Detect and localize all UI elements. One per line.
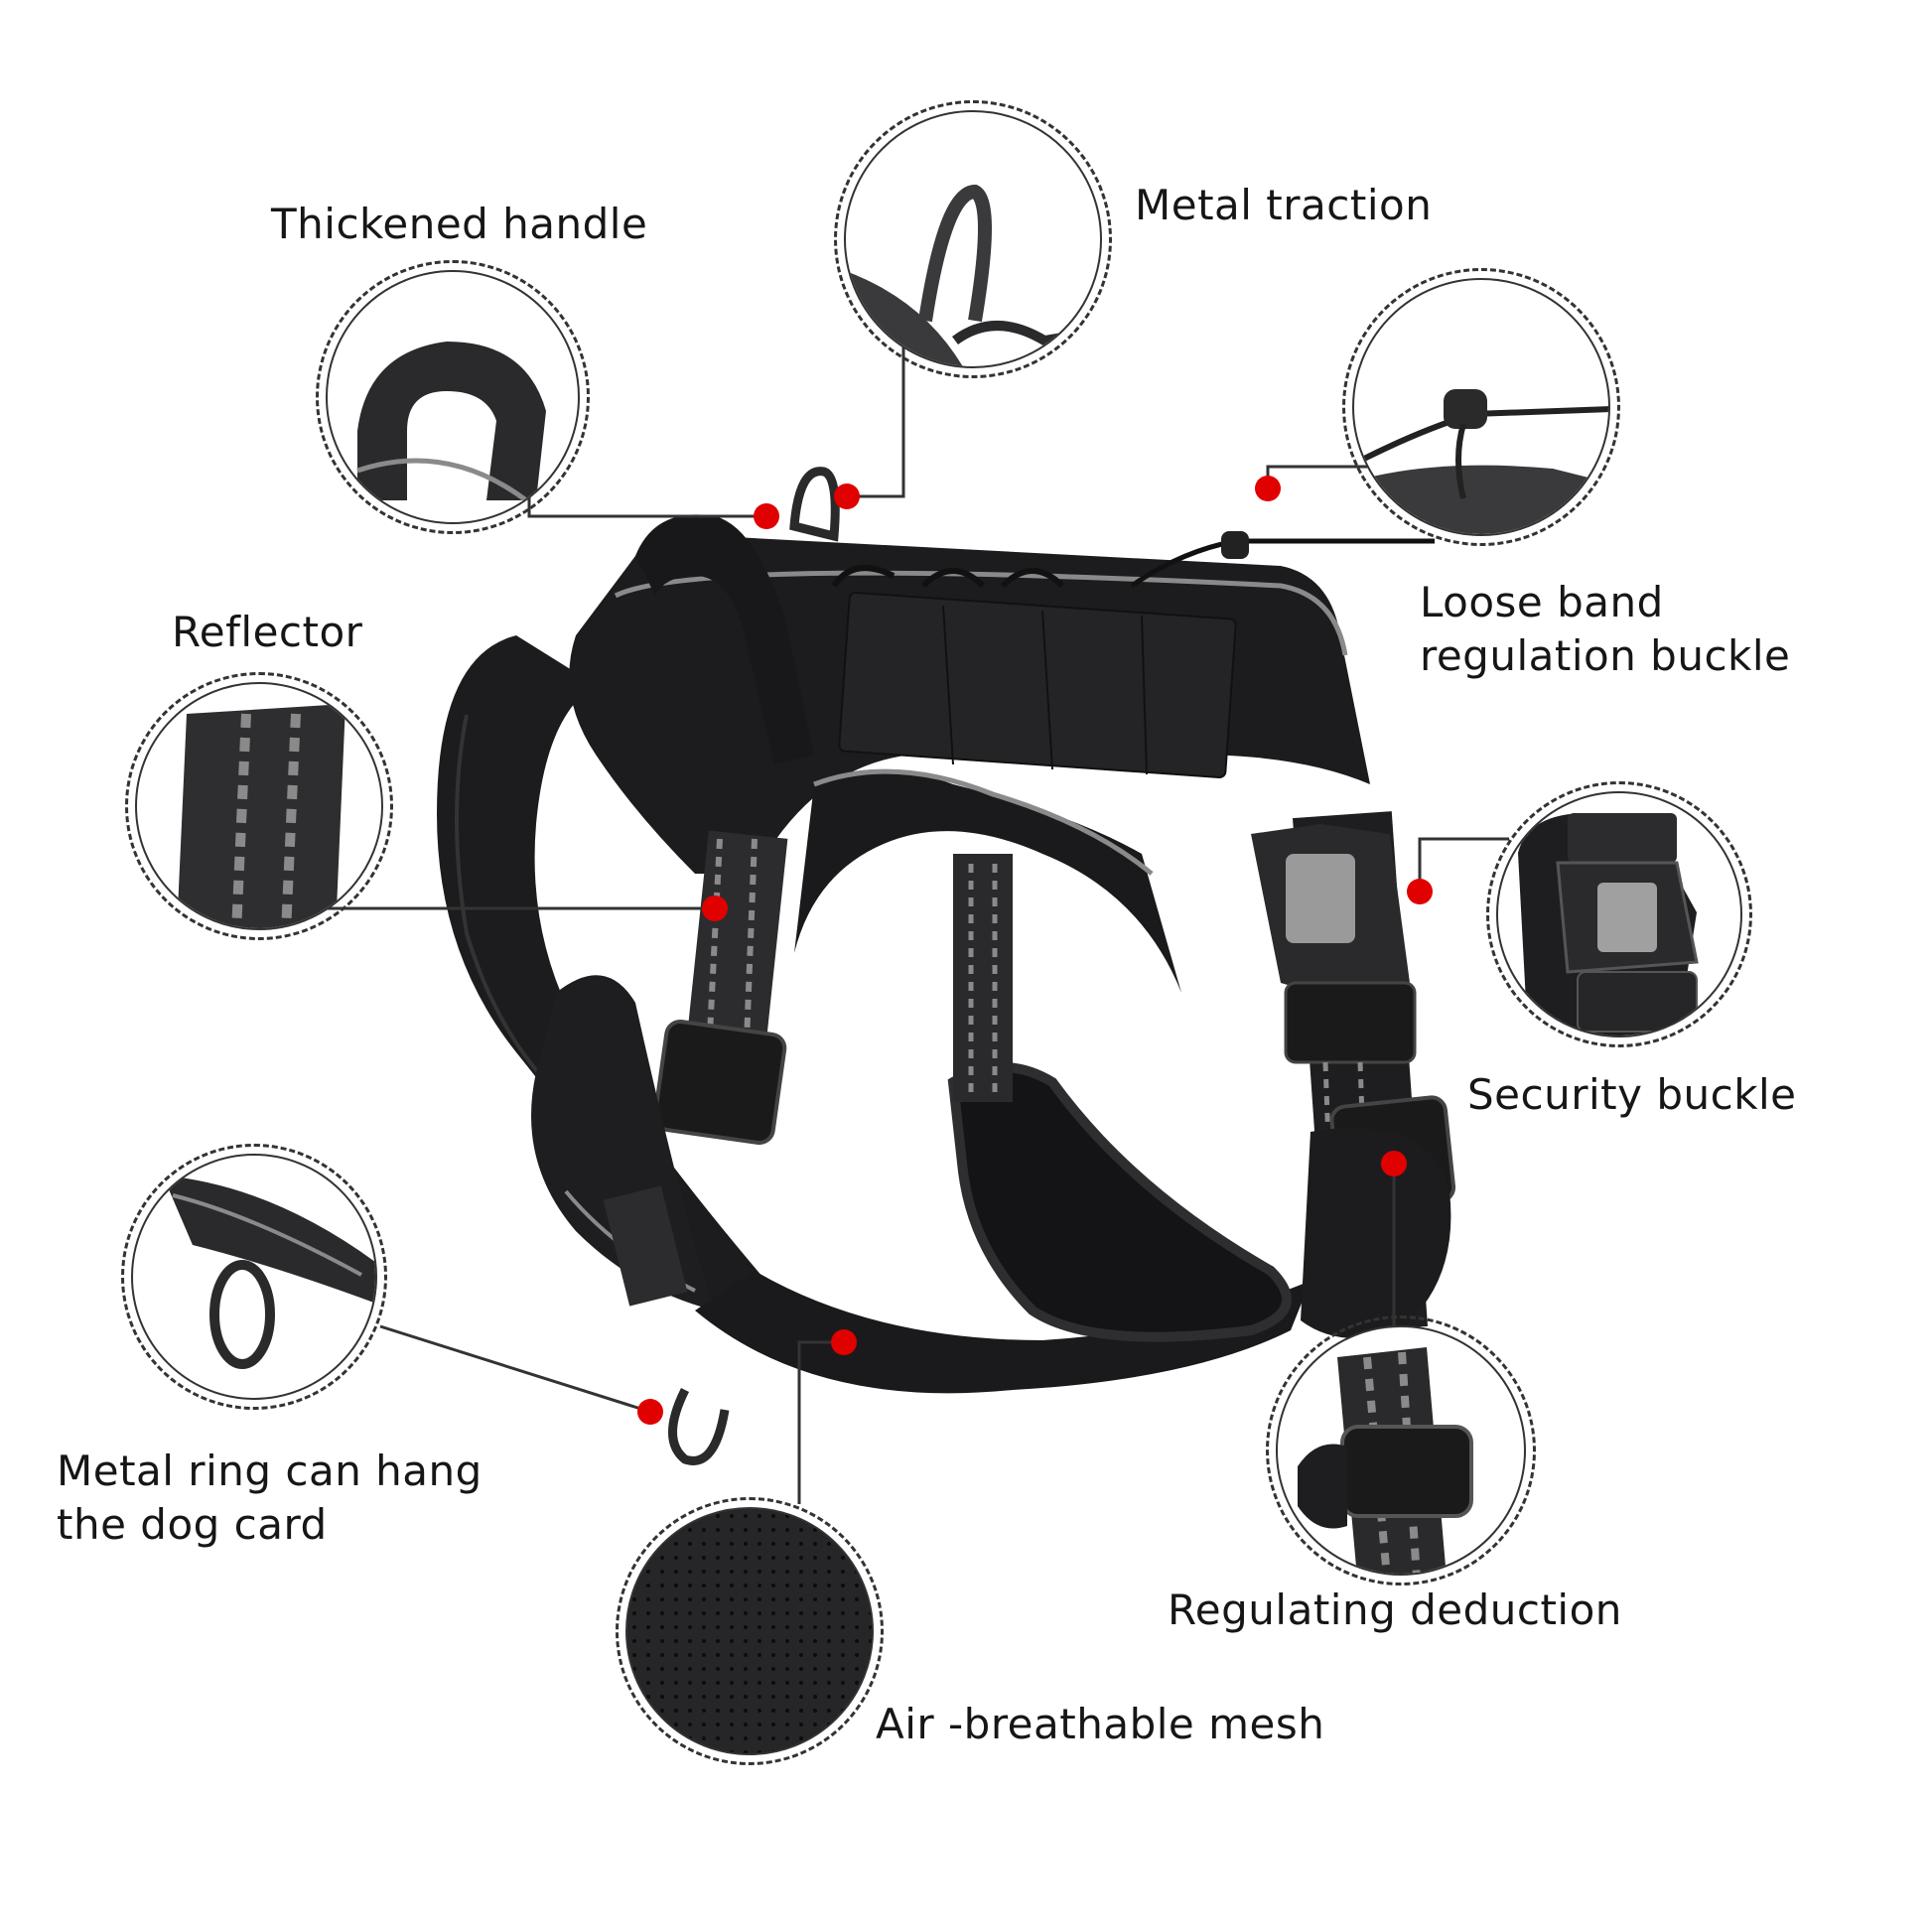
callout-metal-traction	[834, 100, 1112, 378]
callout-thickened-handle	[316, 260, 590, 534]
callout-metal-ring	[121, 1144, 387, 1410]
marker-loose-band	[1255, 476, 1281, 501]
label-security-buckle: Security buckle	[1467, 1070, 1797, 1119]
label-metal-ring: Metal ring can hang the dog card	[57, 1447, 483, 1549]
label-loose-band: Loose band regulation buckle	[1420, 578, 1791, 680]
callout-loose-band	[1342, 268, 1620, 546]
label-reflector: Reflector	[172, 608, 363, 656]
marker-thickened-handle	[754, 503, 779, 529]
d-ring-detail-icon	[846, 184, 1100, 366]
ring-detail-icon	[163, 1175, 375, 1369]
handle-detail-icon	[356, 342, 546, 503]
marker-metal-traction	[834, 483, 860, 509]
marker-metal-ring	[637, 1399, 663, 1425]
label-air-mesh: Air -breathable mesh	[876, 1700, 1325, 1748]
callout-security-buckle	[1486, 781, 1752, 1047]
cord-lock-detail-icon	[1362, 389, 1608, 534]
label-regulating-deduction: Regulating deduction	[1168, 1586, 1622, 1634]
label-thickened-handle: Thickened handle	[271, 200, 648, 248]
buckle-detail-icon	[1518, 813, 1699, 1035]
label-metal-traction: Metal traction	[1135, 181, 1433, 229]
harness-body	[437, 467, 1456, 1465]
marker-air-mesh	[831, 1329, 857, 1355]
callout-reflector	[125, 672, 393, 940]
marker-regulating-deduction	[1381, 1151, 1407, 1176]
marker-security-buckle	[1407, 879, 1433, 904]
slide-buckle-detail-icon	[1298, 1347, 1473, 1574]
callout-regulating-deduction	[1266, 1315, 1536, 1586]
reflective-strap-detail-icon	[177, 704, 345, 928]
mesh-detail-icon	[627, 1509, 872, 1753]
marker-reflector	[702, 896, 728, 921]
callout-air-mesh	[616, 1497, 884, 1765]
